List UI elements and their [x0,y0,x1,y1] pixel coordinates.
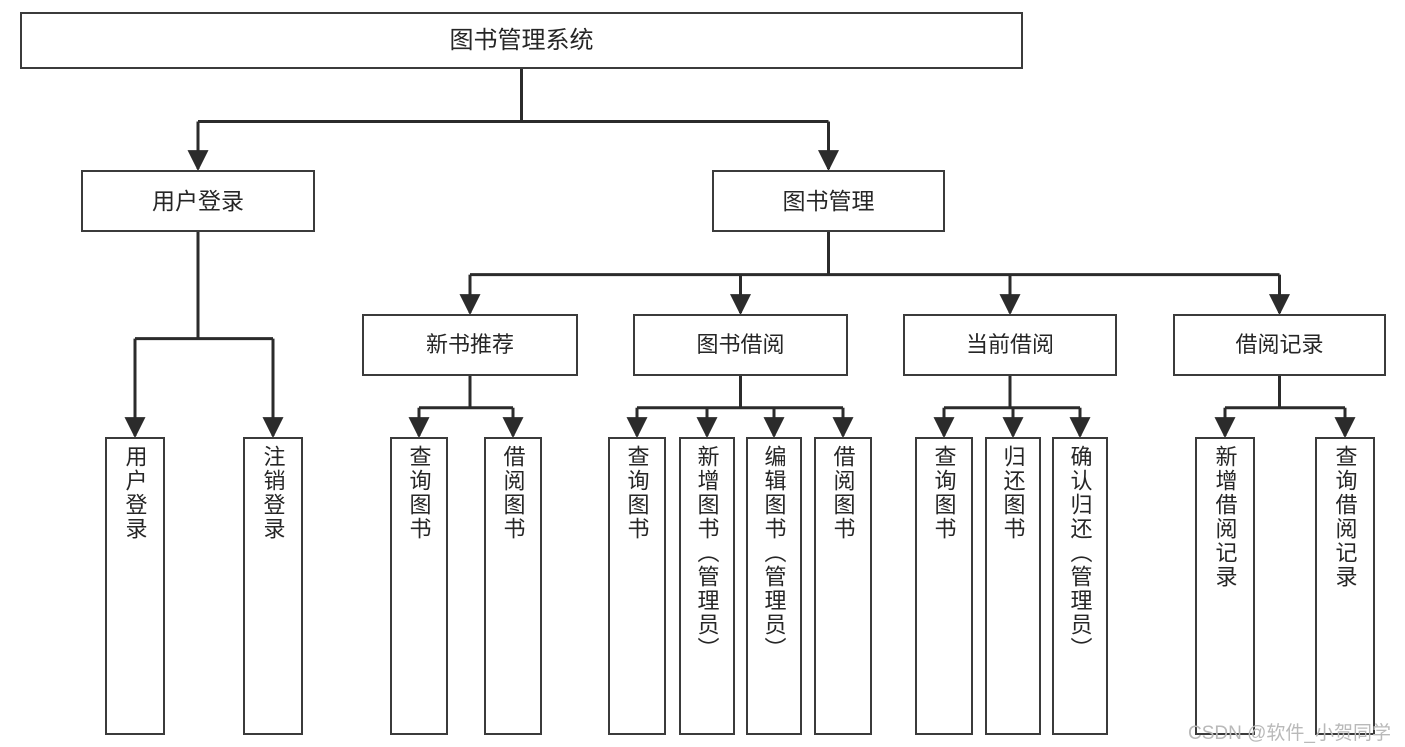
node-leaf-query-book-1[interactable]: 查询图书 [390,437,448,735]
node-user-login-label: 用户登录 [152,187,244,214]
node-borrow-record[interactable]: 借阅记录 [1173,314,1386,376]
node-leaf-query-record[interactable]: 查询借阅记录 [1315,437,1375,735]
node-leaf-edit-book-label: 编辑图书（管理员） [761,445,787,661]
node-user-login[interactable]: 用户登录 [81,170,315,232]
node-borrow-record-label: 借阅记录 [1235,331,1324,357]
node-leaf-borrow-book-1[interactable]: 借阅图书 [484,437,542,735]
node-leaf-logout-label: 注销登录 [260,445,286,541]
node-leaf-logout[interactable]: 注销登录 [243,437,303,735]
node-leaf-query-record-label: 查询借阅记录 [1332,445,1358,589]
node-leaf-edit-book[interactable]: 编辑图书（管理员） [746,437,802,735]
watermark-text: CSDN @软件_小贺同学 [1188,723,1391,744]
node-leaf-borrow-book-1-label: 借阅图书 [500,445,526,541]
node-leaf-return-book[interactable]: 归还图书 [985,437,1041,735]
node-root[interactable]: 图书管理系统 [20,12,1023,69]
node-leaf-user-login[interactable]: 用户登录 [105,437,165,735]
node-leaf-add-book[interactable]: 新增图书（管理员） [679,437,735,735]
node-book-borrow-label: 图书借阅 [696,331,785,357]
node-leaf-confirm-return[interactable]: 确认归还（管理员） [1052,437,1108,735]
node-leaf-query-book-3[interactable]: 查询图书 [915,437,973,735]
node-leaf-query-book-2[interactable]: 查询图书 [608,437,666,735]
node-leaf-query-book-1-label: 查询图书 [406,445,432,541]
node-leaf-query-book-2-label: 查询图书 [624,445,650,541]
node-book-borrow[interactable]: 图书借阅 [633,314,848,376]
node-leaf-query-book-3-label: 查询图书 [931,445,957,541]
node-current-borrow[interactable]: 当前借阅 [903,314,1117,376]
node-root-label: 图书管理系统 [449,26,594,54]
node-current-borrow-label: 当前借阅 [965,331,1054,357]
node-leaf-add-book-label: 新增图书（管理员） [694,445,720,661]
node-new-book-rec[interactable]: 新书推荐 [362,314,578,376]
node-leaf-add-record-label: 新增借阅记录 [1212,445,1238,589]
node-new-book-rec-label: 新书推荐 [425,331,514,357]
node-book-manage-label: 图书管理 [782,187,875,214]
node-leaf-confirm-return-label: 确认归还（管理员） [1067,445,1093,661]
node-book-manage[interactable]: 图书管理 [712,170,945,232]
node-leaf-user-login-label: 用户登录 [122,445,148,541]
node-leaf-return-book-label: 归还图书 [1000,445,1026,541]
node-leaf-borrow-book-2[interactable]: 借阅图书 [814,437,872,735]
node-leaf-borrow-book-2-label: 借阅图书 [830,445,856,541]
node-leaf-add-record[interactable]: 新增借阅记录 [1195,437,1255,735]
